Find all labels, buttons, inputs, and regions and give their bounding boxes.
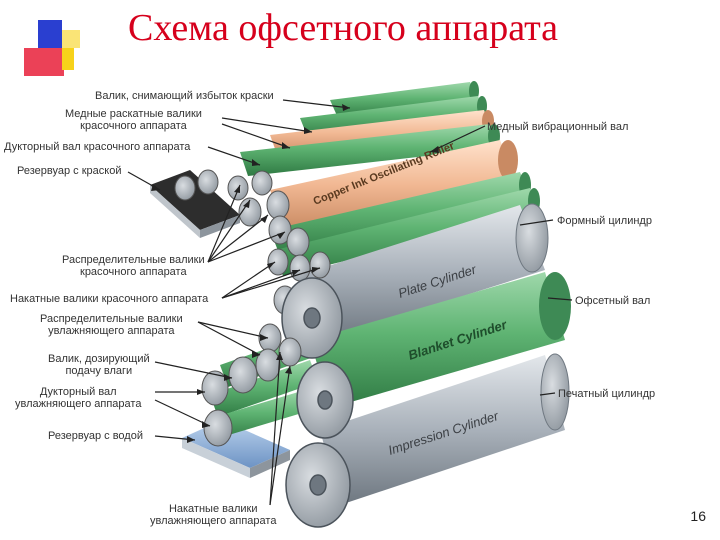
label-damp-metering: Валик, дозирующий подачу влаги	[48, 353, 150, 377]
label-plate-cylinder: Формный цилиндр	[557, 215, 652, 227]
cylinder-front-ends	[281, 277, 354, 528]
blanket-cylinder: Blanket Cylinder	[310, 272, 571, 408]
label-copper-vibrator: Медный вибрационный вал	[487, 121, 629, 133]
leader-arrowheads	[151, 104, 439, 443]
ink-reservoir-tray	[150, 170, 240, 238]
label-copper-ink-rollers: Медные раскатные валики красочного аппар…	[65, 108, 202, 132]
label-remove-excess-ink: Валик, снимающий избыток краски	[95, 90, 274, 102]
leader-lines	[127, 99, 573, 506]
label-ink-distributors: Распределительные валики красочного аппа…	[62, 254, 205, 278]
impression-cylinder: Impression Cylinder	[320, 353, 570, 505]
plate-cylinder: Plate Cylinder	[300, 203, 549, 340]
page-number: 16	[690, 508, 706, 524]
label-water-reservoir: Резервуар с водой	[48, 430, 143, 442]
label-ink-form-rollers: Накатные валики красочного аппарата	[10, 293, 209, 305]
excess-ink-roller	[330, 81, 479, 118]
label-impression-cylinder: Печатный цилиндр	[558, 388, 656, 400]
label-damp-distributors: Распределительные валики увлажняющего ап…	[40, 313, 183, 337]
slide-title: Схема офсетного аппарата	[128, 7, 559, 49]
label-damp-form-rollers: Накатные валики увлажняющего аппарата	[150, 503, 277, 527]
label-blanket-cylinder: Офсетный вал	[575, 295, 651, 307]
label-ink-reservoir: Резервуар с краской	[17, 165, 122, 177]
label-damp-ductor: Дукторный вал увлажняющего аппарата	[15, 386, 142, 410]
logo-blocks	[24, 20, 80, 76]
label-ink-ductor: Дукторный вал красочного аппарата	[4, 141, 191, 153]
